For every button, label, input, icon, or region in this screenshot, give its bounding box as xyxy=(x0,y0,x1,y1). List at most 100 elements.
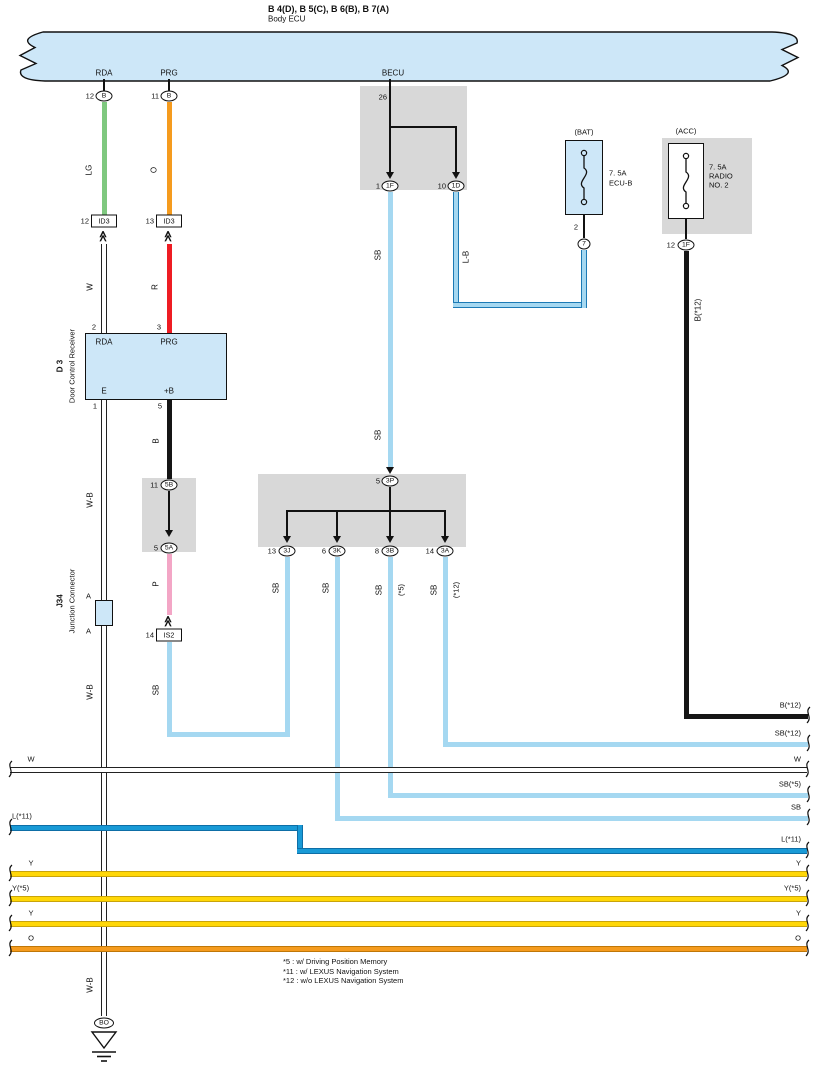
break-icon xyxy=(801,889,813,909)
dcr-name: Door Control Receiver xyxy=(67,328,77,404)
pin-2: 2 xyxy=(91,322,96,332)
dcr-prg-label: PRG xyxy=(160,337,178,347)
acc-name1-label: RADIO xyxy=(709,171,733,181)
connector-5b: 5B xyxy=(160,479,178,491)
fuse-icon xyxy=(682,152,690,210)
junction-id3-a: ID3 xyxy=(91,214,117,228)
note-line: *11 : w/ LEXUS Navigation System xyxy=(283,966,399,976)
bus-wire-w xyxy=(10,767,807,773)
shield-chevron-icon: ≫ xyxy=(162,231,175,243)
connector-b-rda: B xyxy=(95,90,113,102)
pin-8: 8 xyxy=(374,546,379,556)
pin-11: 11 xyxy=(151,91,159,101)
break-icon xyxy=(4,939,16,959)
connector-3a: 3A xyxy=(436,545,454,557)
pin-26: 26 xyxy=(378,92,387,102)
acc-name2-label: NO. 2 xyxy=(709,180,729,190)
banner-terminal-rda: RDA xyxy=(95,68,113,78)
wire-sb-3k xyxy=(334,556,340,819)
bus-wire-b12 xyxy=(683,713,808,719)
j34-a-label: A xyxy=(85,591,91,601)
bus-label-y5: Y(*5) xyxy=(783,883,801,893)
becu-branch-line xyxy=(455,127,457,172)
break-icon xyxy=(4,889,16,909)
label-r: R xyxy=(150,284,160,290)
ecu-codes-label: B 4(D), B 5(C), B 6(B), B 7(A) xyxy=(268,4,389,14)
wire-b12 xyxy=(683,250,689,719)
label-w: W xyxy=(85,283,95,291)
wire-lb xyxy=(581,249,587,308)
pin-14: 14 xyxy=(145,630,154,640)
label-sb: SB xyxy=(429,584,439,596)
pin-12: 12 xyxy=(85,91,94,101)
wire-w xyxy=(101,244,107,333)
connector-1d: 1D xyxy=(447,180,465,192)
bus-label-y: Y xyxy=(795,858,801,868)
bus-wire-y2 xyxy=(10,921,807,927)
banner-terminal-becu: BECU xyxy=(381,68,405,78)
bus-label-l11: L(*11) xyxy=(781,834,801,844)
arrow-down-icon xyxy=(386,467,394,474)
acc-line xyxy=(685,219,687,239)
break-icon xyxy=(4,818,16,838)
arrow-down-icon xyxy=(283,536,291,543)
junction-id3-b: ID3 xyxy=(156,214,182,228)
bus-wire-l11 xyxy=(297,825,303,854)
connector-3k: 3K xyxy=(328,545,346,557)
pin-5: 5 xyxy=(157,401,162,411)
j34-a-label: A xyxy=(85,626,91,636)
ecu-name-label: Body ECU xyxy=(268,14,306,24)
note-line: *5 : w/ Driving Position Memory xyxy=(283,957,388,966)
bus-label-sb12: SB(*12) xyxy=(774,728,801,738)
dcr-rda-label: RDA xyxy=(95,337,113,347)
connector-1f: 1F xyxy=(381,180,399,192)
bus-label-sb5: SB(*5) xyxy=(778,779,801,789)
body-ecu-banner xyxy=(18,31,800,82)
arrow-down-icon xyxy=(452,172,460,179)
bus-label-y5: Y(*5) xyxy=(12,883,30,893)
becu-shade xyxy=(360,86,467,190)
pin-5: 5 xyxy=(153,543,158,553)
bus-wire-o xyxy=(10,946,807,952)
label-sb: SB xyxy=(151,684,161,696)
bus-wire-y5 xyxy=(10,896,807,902)
label-sb: SB xyxy=(373,429,383,441)
arrow-down-icon xyxy=(333,536,341,543)
label-b12: B(*12) xyxy=(693,298,703,322)
bus-wire-sb12 xyxy=(442,741,808,747)
bus-label-b12: B(*12) xyxy=(779,700,801,710)
junction-is2: IS2 xyxy=(156,628,182,642)
connector-3b: 3B xyxy=(381,545,399,557)
break-icon xyxy=(801,841,813,861)
bus-label-o: O xyxy=(795,933,801,943)
acc-title: (ACC) xyxy=(675,126,697,136)
wire-sb-3j xyxy=(284,557,290,737)
label-sb: SB xyxy=(374,584,384,596)
break-icon xyxy=(802,734,814,754)
pin-12: 12 xyxy=(666,240,675,250)
j34-name: Junction Connector xyxy=(67,568,77,634)
connector-b-prg: B xyxy=(160,90,178,102)
pin-13: 13 xyxy=(267,546,276,556)
footnotes: *5 : w/ Driving Position Memory *11 : w/… xyxy=(283,957,403,986)
wire-sb-3a xyxy=(442,556,448,745)
3p-split-line xyxy=(286,510,446,512)
break-icon xyxy=(4,914,16,934)
label-star12: (*12) xyxy=(451,581,461,599)
pin-1: 1 xyxy=(92,401,97,411)
label-sb: SB xyxy=(373,249,383,261)
connector-3j: 3J xyxy=(278,545,296,557)
wire-sb-main xyxy=(387,191,393,468)
pin-11: 11 xyxy=(150,480,158,490)
bus-label-o: O xyxy=(28,933,34,943)
wire-sb-is2 xyxy=(166,731,290,737)
bus-wire-sb xyxy=(334,815,808,821)
bus-wire-l11 xyxy=(10,825,303,831)
fuse-icon xyxy=(580,149,588,206)
break-icon xyxy=(802,785,814,805)
bus-label-sb: SB xyxy=(790,802,801,812)
break-icon xyxy=(801,914,813,934)
arrow-down-icon xyxy=(165,530,173,537)
bus-label-w: W xyxy=(27,754,35,764)
label-wb: W-B xyxy=(85,684,95,700)
